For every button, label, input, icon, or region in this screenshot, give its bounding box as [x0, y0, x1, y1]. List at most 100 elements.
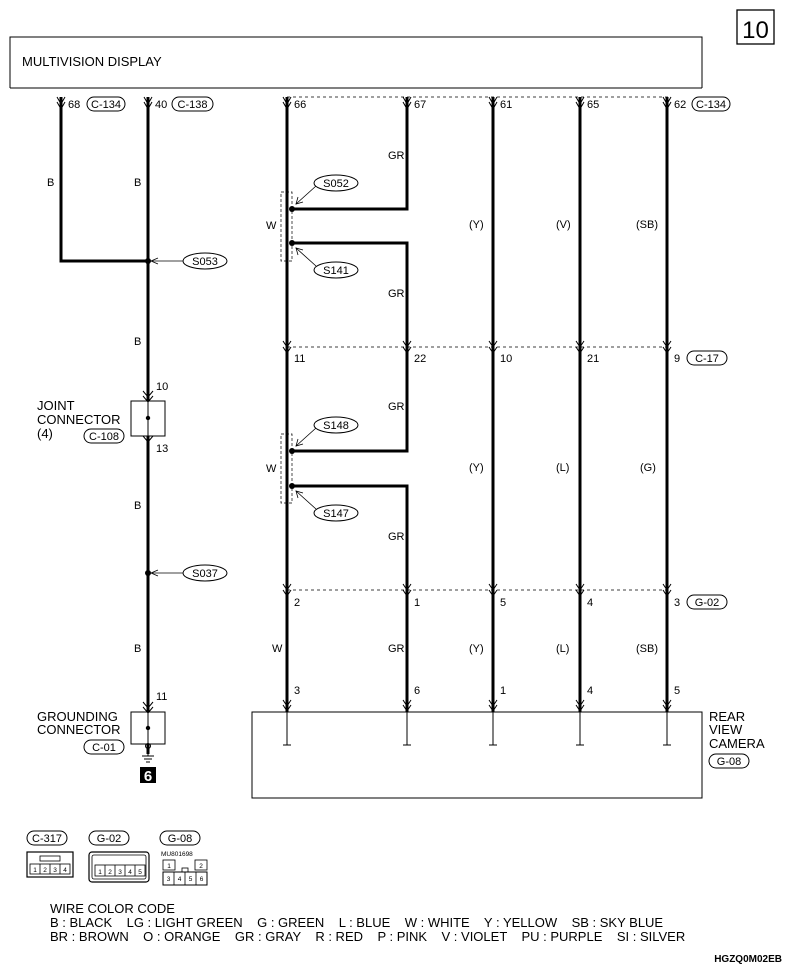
pin-top-65: 65: [587, 99, 599, 111]
pin-camera-6: 6: [414, 685, 420, 697]
svg-text:1: 1: [33, 867, 37, 874]
grounding-connector-box: [130, 701, 166, 745]
wire-color-b-5: B: [134, 643, 141, 655]
pin-top-62: 62: [674, 99, 686, 111]
pin-g02-1: 1: [414, 597, 420, 609]
splice-arrow-s037: [149, 569, 159, 577]
wire-color-w-2: W: [266, 463, 277, 475]
pin-c17-21: 21: [587, 353, 599, 365]
splice-dot-s037: [145, 570, 151, 576]
pin-camera-3: 3: [294, 685, 300, 697]
svg-text:6: 6: [200, 876, 204, 883]
splice-dot-s147: [289, 483, 295, 489]
pin-g02-2: 2: [294, 597, 300, 609]
pin-top-66: 66: [294, 99, 306, 111]
splice-dot-s148: [289, 448, 295, 454]
main-wires: [285, 97, 669, 712]
svg-text:2: 2: [108, 869, 112, 876]
svg-text:5: 5: [138, 869, 142, 876]
pin-c17-10: 10: [500, 353, 512, 365]
wire-color-gr-1: GR: [388, 150, 405, 162]
pin-c17-22: 22: [414, 353, 426, 365]
wire-color-sb-2: (SB): [636, 643, 658, 655]
joint-connector-label-1: JOINT: [37, 398, 75, 413]
svg-text:C-317: C-317: [32, 833, 62, 845]
svg-text:S053: S053: [192, 256, 218, 268]
joint-pin-in: 10: [156, 381, 168, 393]
pin-c17-9: 9: [674, 353, 680, 365]
wire-color-sb-1: (SB): [636, 219, 658, 231]
svg-text:G-08: G-08: [717, 756, 741, 768]
pin-top-61: 61: [500, 99, 512, 111]
header-box: [9, 36, 703, 88]
rear-camera-label-3: CAMERA: [709, 736, 765, 751]
svg-text:S147: S147: [323, 508, 349, 520]
svg-text:5: 5: [189, 876, 193, 883]
pin-top-67: 67: [414, 99, 426, 111]
wire-color-v-1: (V): [556, 219, 571, 231]
wire-color-b-4: B: [134, 500, 141, 512]
pin-camera-4: 4: [587, 685, 593, 697]
pin-camera-1: 1: [500, 685, 506, 697]
legend-title: WIRE COLOR CODE: [50, 901, 175, 916]
wire-color-w-3: W: [272, 643, 283, 655]
pin-g02-5: 5: [500, 597, 506, 609]
svg-text:C-134: C-134: [696, 99, 726, 111]
svg-text:4: 4: [63, 867, 67, 874]
ground-point-box: [140, 767, 156, 783]
svg-text:G-02: G-02: [695, 597, 719, 609]
splice-enclosure-lower: [280, 433, 293, 504]
pin-g02-4: 4: [587, 597, 593, 609]
wire-color-y-3: (Y): [469, 643, 484, 655]
svg-text:S148: S148: [323, 420, 349, 432]
connector-face-g02: G-02 1 2 3 4 5: [88, 830, 150, 883]
pin-g02-3: 3: [674, 597, 680, 609]
legend-row-1: B : BLACK LG : LIGHT GREEN G : GREEN L :…: [50, 915, 663, 930]
main-pin-arrows: [282, 96, 672, 712]
wire-color-l-2: (L): [556, 643, 569, 655]
page-number: 10: [742, 17, 769, 44]
svg-text:S141: S141: [323, 265, 349, 277]
connector-tag-c134-left: C-134: [86, 96, 126, 112]
connector-tag-g08-camera: G-08: [708, 753, 750, 769]
rear-camera-label-2: VIEW: [709, 722, 743, 737]
svg-text:2: 2: [43, 867, 47, 874]
rear-camera-label-1: REAR: [709, 709, 745, 724]
svg-text:C-17: C-17: [695, 353, 719, 365]
camera-pin-stubs: [283, 712, 671, 746]
svg-text:C-134: C-134: [91, 99, 121, 111]
splice-enclosure-upper: [280, 191, 293, 262]
svg-text:G-02: G-02: [97, 833, 121, 845]
splice-tag-s141: S141: [313, 261, 359, 279]
joint-connector-label-2: CONNECTOR: [37, 412, 121, 427]
connector-tag-c108: C-108: [83, 428, 125, 444]
svg-text:3: 3: [167, 876, 171, 883]
pin-top-68: 68: [68, 99, 80, 111]
svg-text:3: 3: [118, 869, 122, 876]
splice-tag-s052: S052: [313, 174, 359, 192]
wire-color-y-2: (Y): [469, 462, 484, 474]
diagram-code: HGZQ0M02EB: [714, 954, 782, 965]
ground-pin-arrows: [56, 96, 153, 111]
svg-text:2: 2: [199, 863, 203, 870]
grounding-connector-label-2: CONNECTOR: [37, 722, 121, 737]
svg-text:C-01: C-01: [92, 742, 116, 754]
wire-color-b-3: B: [134, 336, 141, 348]
splice-dot-s053: [145, 258, 151, 264]
joint-connector-label-3: (4): [37, 426, 53, 441]
page-number-box: [736, 9, 775, 45]
connector-tag-c134-right: C-134: [691, 96, 731, 112]
connector-tag-c01: C-01: [83, 739, 125, 755]
rear-camera-box: [251, 711, 703, 799]
wire-color-gr-2: GR: [388, 288, 405, 300]
wire-color-w-1: W: [266, 220, 277, 232]
splice-dot-s052: [289, 206, 295, 212]
svg-text:S037: S037: [192, 568, 218, 580]
splice-tag-s148: S148: [313, 416, 359, 434]
connector-tag-g02: G-02: [686, 594, 728, 610]
joint-connector-box: [130, 390, 166, 443]
pin-top-40: 40: [155, 99, 167, 111]
ground-point-number: 6: [144, 768, 152, 785]
svg-text:S052: S052: [323, 178, 349, 190]
